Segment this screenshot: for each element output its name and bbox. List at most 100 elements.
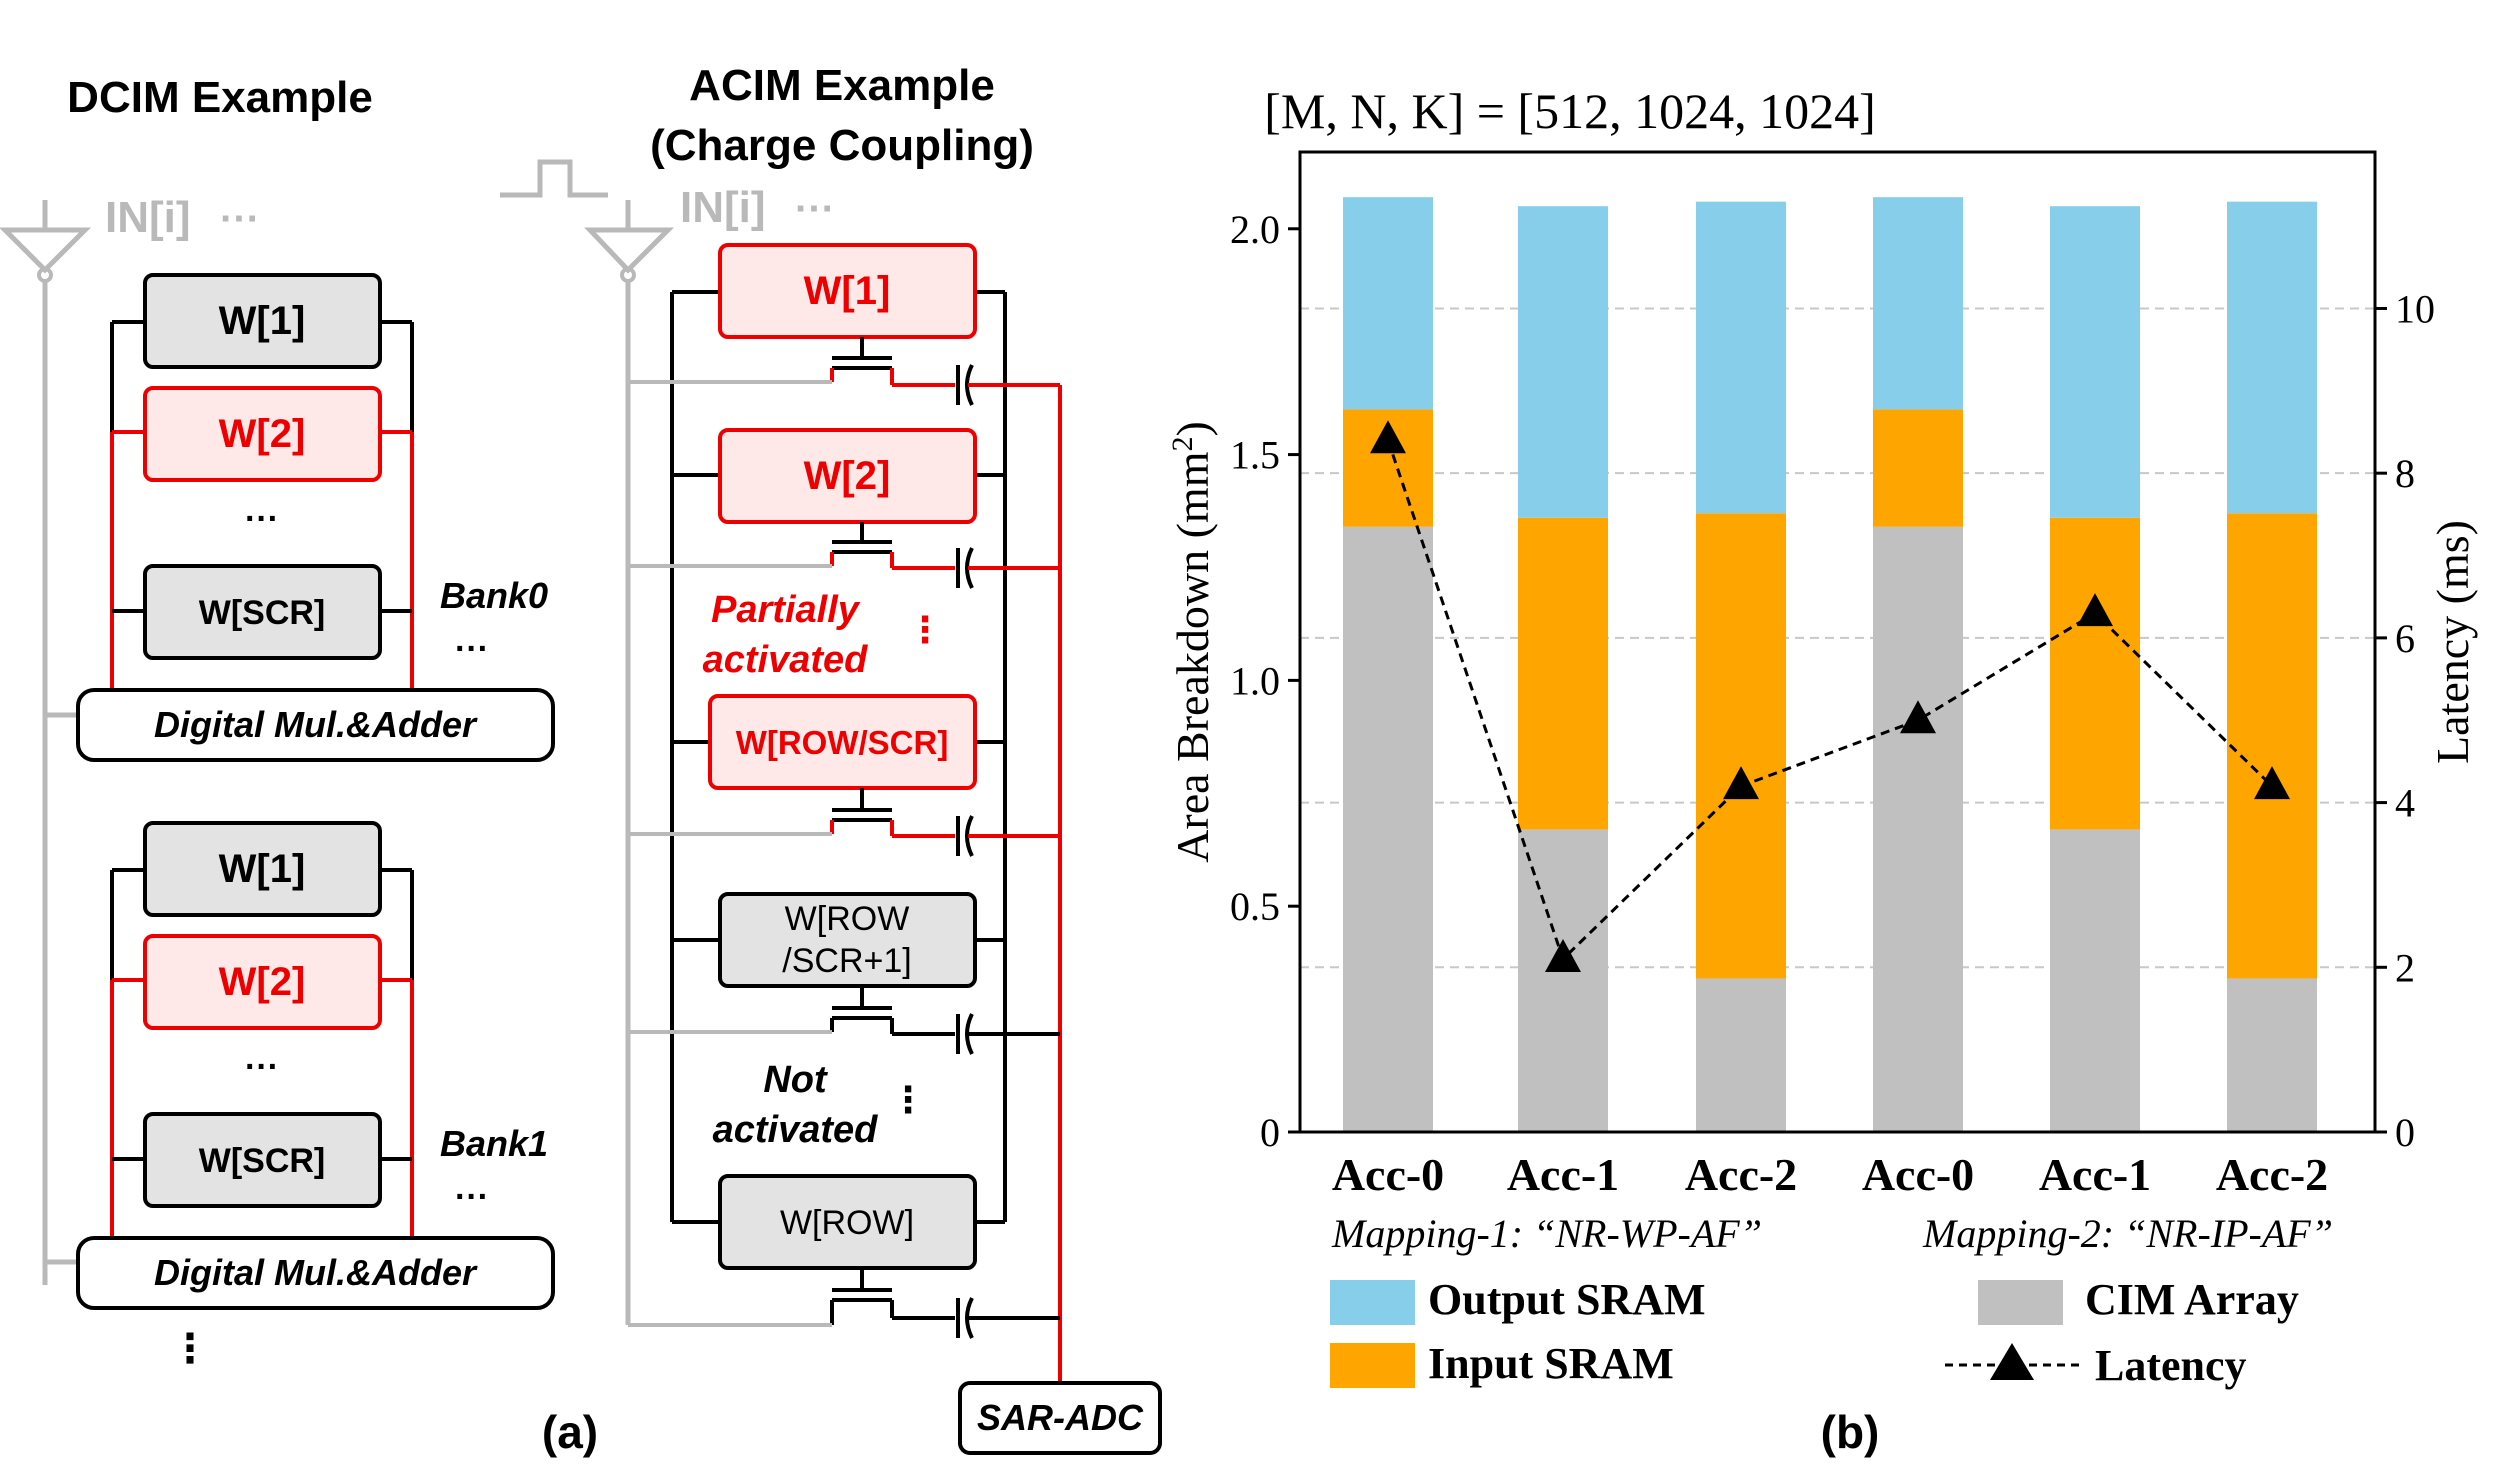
left-tick-label: 0 bbox=[1260, 1110, 1280, 1155]
panel-a-label: (a) bbox=[542, 1406, 598, 1458]
transistor-icon bbox=[830, 788, 894, 836]
right-axis-label: Latency (ms) bbox=[2427, 520, 2478, 764]
dcim-adder-box bbox=[76, 1236, 555, 1310]
legend-item-output-sram: Output SRAM bbox=[1330, 1275, 1706, 1325]
acim-title-line2: (Charge Coupling) bbox=[650, 121, 1034, 170]
dcim-bottom-dots: ⋮ bbox=[170, 1327, 210, 1371]
bar-cim-array-5 bbox=[2227, 978, 2317, 1132]
acim-box-wrowscr-label: W[ROW/SCR] bbox=[736, 724, 949, 761]
bar-input-sram-3 bbox=[1873, 409, 1963, 527]
dcim-bank-label: Bank0 bbox=[440, 575, 548, 616]
acim-row-2: W[2] bbox=[628, 428, 1060, 589]
latency-marker-0 bbox=[1370, 420, 1406, 454]
right-tick-label: 8 bbox=[2395, 451, 2415, 496]
category-label-4: Acc-1 bbox=[2039, 1149, 2151, 1200]
grid-lines bbox=[1300, 307, 2375, 969]
left-tick-label: 1.5 bbox=[1230, 433, 1280, 478]
dcim-bank-1: W[1] W[2] ··· W[SCR] Bank1 ··· Digital M… bbox=[76, 821, 555, 1310]
latency-marker-2 bbox=[1723, 766, 1759, 800]
dcim-box-wscr bbox=[143, 1112, 382, 1208]
sar-adc-box bbox=[958, 1381, 1162, 1455]
capacitor-icon bbox=[956, 1013, 974, 1055]
bar-output-sram-1 bbox=[1518, 206, 1608, 518]
acim-partial-vdots: ⋮ bbox=[907, 609, 943, 650]
category-label-5: Acc-2 bbox=[2216, 1149, 2328, 1200]
acim-box-w2-label: W[2] bbox=[804, 454, 891, 498]
transistor-icon bbox=[830, 986, 894, 1034]
mapping-1-label: Mapping-1: “NR-WP-AF” bbox=[1331, 1211, 1762, 1256]
dcim-box-w2 bbox=[143, 386, 382, 482]
legend-marker-latency-icon bbox=[1990, 1343, 2034, 1380]
dcim-adder-label: Digital Mul.&Adder bbox=[154, 1252, 478, 1293]
dcim-bank-0: W[1] W[2] ··· W[SCR] Bank0 ··· Digital M… bbox=[76, 273, 555, 762]
dcim-box-w1-label: W[1] bbox=[219, 299, 306, 343]
category-label-0: Acc-0 bbox=[1332, 1149, 1444, 1200]
sar-adc-label: SAR-ADC bbox=[977, 1397, 1144, 1438]
capacitor-icon bbox=[956, 815, 974, 857]
acim-box-wrow-label: W[ROW] bbox=[780, 1204, 914, 1242]
acim-row-scr-plus-1: W[ROW /SCR+1] bbox=[628, 892, 1060, 1055]
dcim-box-dots: ··· bbox=[245, 1048, 279, 1086]
dcim-box-w2-label: W[2] bbox=[219, 960, 306, 1004]
dcim-diagram: DCIM Example IN[i] ··· W[1] bbox=[0, 73, 555, 1371]
latency-series bbox=[1370, 420, 2290, 973]
left-tick-label: 0.5 bbox=[1230, 884, 1280, 929]
dcim-box-wscr-label: W[SCR] bbox=[199, 594, 326, 632]
bar-input-sram-2 bbox=[1696, 513, 1786, 979]
bar-cim-array-0 bbox=[1343, 526, 1433, 1132]
acim-partially-line2: activated bbox=[703, 639, 869, 681]
capacitor-icon bbox=[956, 1297, 974, 1339]
bar-cim-array-3 bbox=[1873, 526, 1963, 1132]
legend-item-cim-array: CIM Array bbox=[1978, 1275, 2299, 1325]
legend-swatch-cim-array bbox=[1978, 1280, 2063, 1325]
bar-input-sram-1 bbox=[1518, 517, 1608, 830]
dcim-adder-label: Digital Mul.&Adder bbox=[154, 704, 478, 745]
legend-swatch-input-sram bbox=[1330, 1343, 1415, 1388]
bar-output-sram-2 bbox=[1696, 201, 1786, 514]
legend-label-output-sram: Output SRAM bbox=[1428, 1275, 1706, 1324]
bar-output-sram-5 bbox=[2227, 201, 2317, 514]
transistor-icon bbox=[830, 337, 894, 385]
panel-b-label: (b) bbox=[1821, 1406, 1880, 1458]
legend: Output SRAM Input SRAM CIM Array Latency bbox=[1330, 1275, 2299, 1390]
dcim-input-dots: ··· bbox=[220, 197, 260, 241]
dcim-box-dots: ··· bbox=[245, 500, 279, 538]
dcim-box-wscr-label: W[SCR] bbox=[199, 1142, 326, 1180]
dcim-bank-dots: ··· bbox=[455, 630, 489, 668]
chart: [M, N, K] = [512, 1024, 1024] 00.51.01.5… bbox=[1166, 83, 2478, 1390]
dcim-bank-dots: ··· bbox=[455, 1178, 489, 1216]
acim-box-w1-label: W[1] bbox=[804, 269, 891, 313]
transistor-icon bbox=[830, 1268, 894, 1325]
capacitor-icon bbox=[956, 364, 974, 406]
left-axis-label: Area Breakdown (mm2) bbox=[1166, 421, 1218, 863]
legend-item-latency: Latency bbox=[1945, 1341, 2247, 1390]
bar-output-sram-0 bbox=[1343, 197, 1433, 410]
left-axis-ticks: 00.51.01.52.0 bbox=[1230, 207, 1300, 1155]
acim-box-wrowscr1-line2: /SCR+1] bbox=[782, 942, 911, 980]
dcim-box-w1 bbox=[143, 821, 382, 917]
bar-cim-array-1 bbox=[1518, 829, 1608, 1132]
right-tick-label: 2 bbox=[2395, 945, 2415, 990]
acim-title-line1: ACIM Example bbox=[689, 61, 995, 110]
acim-not-line1: Not bbox=[763, 1059, 828, 1101]
acim-input-dots: ··· bbox=[795, 187, 835, 231]
legend-swatch-output-sram bbox=[1330, 1280, 1415, 1325]
acim-input-buffer-icon bbox=[584, 200, 675, 1325]
acim-not-vdots: ⋮ bbox=[890, 1079, 926, 1120]
acim-diagram: ACIM Example (Charge Coupling) IN[i] ···… bbox=[500, 61, 1162, 1455]
bar-output-sram-4 bbox=[2050, 206, 2140, 518]
latency-marker-4 bbox=[2077, 593, 2113, 627]
dcim-box-w2-label: W[2] bbox=[219, 412, 306, 456]
plot-frame bbox=[1298, 150, 2377, 1134]
dcim-input-buffer-icon bbox=[0, 200, 92, 1285]
acim-not-line2: activated bbox=[713, 1109, 879, 1151]
dcim-box-wscr bbox=[143, 564, 382, 660]
pulse-waveform-icon bbox=[500, 159, 608, 198]
legend-label-latency: Latency bbox=[2095, 1341, 2247, 1390]
acim-input-label: IN[i] bbox=[680, 183, 766, 232]
transistor-icon bbox=[830, 522, 894, 568]
bar-cim-array-4 bbox=[2050, 829, 2140, 1132]
bar-output-sram-3 bbox=[1873, 197, 1963, 410]
